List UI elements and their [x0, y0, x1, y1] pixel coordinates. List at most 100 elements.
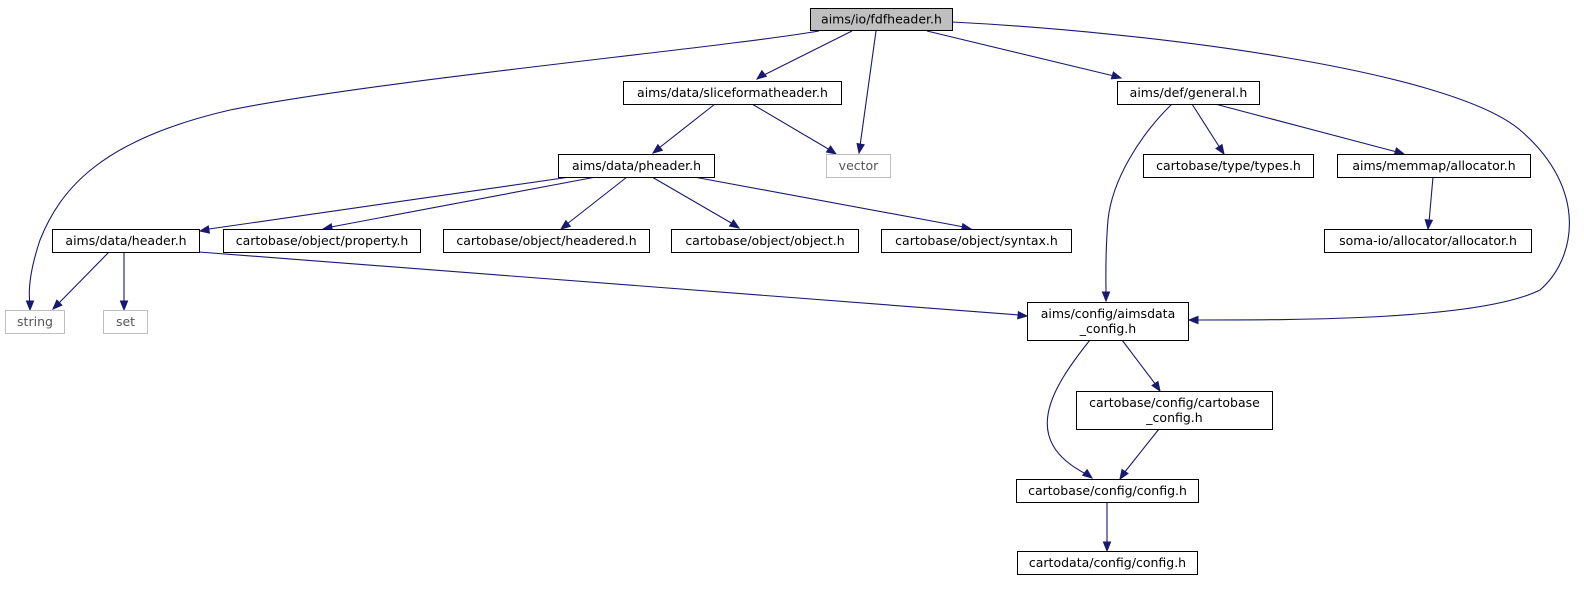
- arrowhead-icon: [1393, 147, 1406, 156]
- edge-line: [926, 30, 1115, 77]
- node-sliceformatheader[interactable]: aims/data/sliceformatheader.h: [623, 81, 842, 105]
- edge-line: [763, 30, 853, 76]
- edge-line: [198, 251, 1020, 316]
- node-box[interactable]: [558, 154, 715, 178]
- arrowhead-icon: [755, 69, 768, 80]
- node-label: _config.h: [1145, 410, 1202, 425]
- node-label: _config.h: [1079, 321, 1136, 336]
- node-label: set: [116, 314, 135, 329]
- node-object[interactable]: cartobase/object/object.h: [671, 229, 859, 253]
- node-box[interactable]: [1143, 154, 1314, 178]
- arrowhead-icon: [1110, 71, 1123, 80]
- edge-aimsdataconfig-to-cbconfig: [1046, 339, 1094, 479]
- edge-pheader-to-headered: [559, 176, 628, 230]
- node-label: cartobase/config/cartobase: [1089, 395, 1260, 410]
- node-box[interactable]: [1117, 81, 1260, 105]
- node-property[interactable]: cartobase/object/property.h: [223, 229, 421, 253]
- node-label: aims/data/pheader.h: [572, 158, 701, 173]
- edge-fdfheader-to-vector: [856, 30, 877, 155]
- arrowhead-icon: [1081, 468, 1094, 479]
- node-box[interactable]: [1324, 229, 1532, 253]
- edge-line: [28, 30, 820, 305]
- node-label: aims/io/fdfheader.h: [821, 12, 942, 27]
- node-box[interactable]: [1017, 551, 1198, 575]
- arrowhead-icon: [651, 143, 664, 154]
- node-label: cartobase/object/property.h: [236, 233, 409, 248]
- edge-line: [208, 176, 571, 230]
- node-syntax[interactable]: cartobase/object/syntax.h: [881, 229, 1072, 253]
- node-box[interactable]: [881, 229, 1072, 253]
- node-types[interactable]: cartobase/type/types.h: [1143, 154, 1314, 178]
- node-cbconfig[interactable]: cartobase/config/config.h: [1016, 479, 1199, 503]
- edge-pheader-to-object: [651, 176, 741, 229]
- node-allocator[interactable]: aims/memmap/allocator.h: [1337, 154, 1531, 178]
- node-label: aims/data/header.h: [65, 233, 186, 248]
- edge-line: [1428, 176, 1434, 223]
- edge-header-to-string: [52, 251, 110, 310]
- arrowhead-icon: [1215, 143, 1225, 156]
- node-set: set: [103, 310, 148, 334]
- edge-sliceformatheader-to-vector: [751, 103, 838, 155]
- node-label: aims/memmap/allocator.h: [1352, 158, 1515, 173]
- node-cdconfig[interactable]: cartodata/config/config.h: [1017, 551, 1198, 575]
- node-box[interactable]: [1337, 154, 1531, 178]
- node-box[interactable]: [810, 8, 953, 31]
- edge-line: [859, 30, 877, 147]
- node-layer: aims/io/fdfheader.h aims/data/sliceformat…: [5, 8, 1532, 575]
- node-box[interactable]: [1016, 479, 1199, 503]
- edge-aimsdataconfig-to-cartobaseconfig: [1121, 339, 1161, 393]
- edge-fdfheader-to-sliceformatheader: [755, 30, 853, 80]
- node-label: string: [17, 314, 53, 329]
- edge-general-to-allocator: [1214, 103, 1406, 156]
- edge-line: [651, 176, 734, 225]
- node-headered[interactable]: cartobase/object/headered.h: [443, 229, 650, 253]
- arrowhead-icon: [198, 225, 211, 234]
- node-box: [826, 154, 891, 178]
- arrowhead-icon: [728, 219, 741, 229]
- edge-line: [1121, 339, 1157, 386]
- arrowhead-icon: [559, 219, 572, 230]
- edge-line: [1191, 103, 1221, 149]
- node-box[interactable]: [1076, 391, 1273, 430]
- arrowhead-icon: [825, 145, 838, 155]
- node-cartobaseconfig[interactable]: cartobase/config/cartobase_config.h: [1076, 391, 1273, 430]
- node-label: cartodata/config/config.h: [1029, 555, 1186, 570]
- node-box[interactable]: [223, 229, 421, 253]
- edge-line: [57, 251, 110, 305]
- edge-pheader-to-property: [321, 176, 597, 232]
- node-header[interactable]: aims/data/header.h: [52, 229, 200, 253]
- edge-line: [566, 176, 628, 225]
- node-aimsdataconfig[interactable]: aims/config/aimsdata_config.h: [1027, 302, 1189, 341]
- node-box[interactable]: [671, 229, 859, 253]
- edge-line: [751, 103, 831, 151]
- arrowhead-icon: [1017, 310, 1029, 320]
- edge-fdfheader-to-general: [926, 30, 1123, 80]
- node-label: cartobase/type/types.h: [1156, 158, 1301, 173]
- node-fdfheader[interactable]: aims/io/fdfheader.h: [810, 8, 953, 31]
- edge-line: [1046, 339, 1091, 475]
- node-label: cartobase/object/object.h: [685, 233, 844, 248]
- node-label: cartobase/config/config.h: [1028, 483, 1187, 498]
- node-string: string: [5, 310, 65, 334]
- node-general[interactable]: aims/def/general.h: [1117, 81, 1260, 105]
- arrowhead-icon: [1187, 315, 1199, 325]
- edge-line: [330, 176, 597, 228]
- edge-line: [951, 21, 1570, 321]
- arrowhead-icon: [1424, 219, 1434, 231]
- node-box[interactable]: [443, 229, 650, 253]
- edge-line: [1123, 428, 1160, 474]
- node-label: soma-io/allocator/allocator.h: [1339, 233, 1517, 248]
- node-box: [103, 310, 148, 334]
- node-pheader[interactable]: aims/data/pheader.h: [558, 154, 715, 178]
- node-box[interactable]: [623, 81, 842, 105]
- edge-line: [658, 103, 716, 149]
- arrowhead-icon: [1151, 380, 1161, 393]
- node-box[interactable]: [1027, 302, 1189, 341]
- node-label: aims/def/general.h: [1130, 85, 1248, 100]
- arrowhead-icon: [856, 142, 865, 155]
- node-box[interactable]: [52, 229, 200, 253]
- node-somaalloc[interactable]: soma-io/allocator/allocator.h: [1324, 229, 1532, 253]
- node-vector: vector: [826, 154, 891, 178]
- arrowhead-icon: [1102, 541, 1112, 553]
